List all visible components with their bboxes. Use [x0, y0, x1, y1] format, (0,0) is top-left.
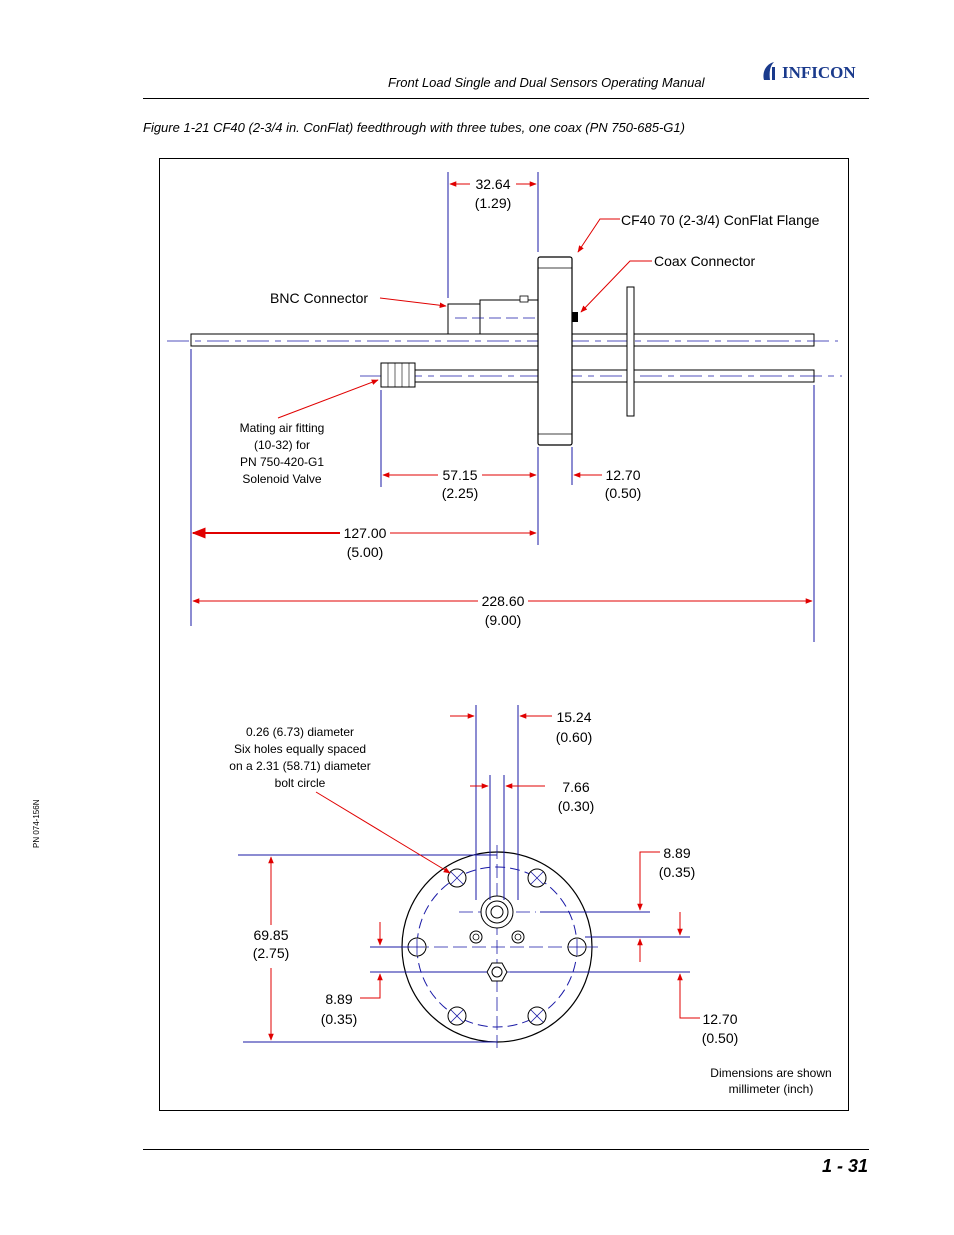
- coax-connector: [572, 312, 578, 322]
- figure-caption: Figure 1-21 CF40 (2-3/4 in. ConFlat) fee…: [143, 120, 685, 135]
- bolt-hole: [447, 1006, 467, 1026]
- header-rule: [143, 98, 869, 99]
- dim-127-mm: 127.00: [344, 525, 387, 541]
- flange-label: CF40 70 (2-3/4) ConFlat Flange: [621, 212, 820, 228]
- hole-note-line4: bolt circle: [275, 776, 326, 790]
- bolt-hole: [407, 937, 427, 957]
- bolt-hole: [447, 868, 467, 888]
- hole-note-line1: 0.26 (6.73) diameter: [246, 725, 354, 739]
- air-fitting: [380, 362, 416, 388]
- air-fitting-line2: (10-32) for: [254, 438, 310, 452]
- dim-32-in: (1.29): [475, 195, 512, 211]
- dim-57-mm: 57.15: [442, 467, 477, 483]
- dim-228-mm: 228.60: [482, 593, 525, 609]
- tube-end: [469, 930, 483, 944]
- inficon-logo: INFICON: [763, 62, 856, 82]
- dim-12-side-mm: 12.70: [605, 467, 640, 483]
- dim-32-mm: 32.64: [475, 176, 510, 192]
- dim-8-left-mm: 8.89: [325, 991, 352, 1007]
- dim-15-in: (0.60): [556, 729, 593, 745]
- dim-8-right-in: (0.35): [659, 864, 696, 880]
- hole-note-line2: Six holes equally spaced: [234, 742, 366, 756]
- logo-swoosh: [763, 62, 774, 80]
- manual-title: Front Load Single and Dual Sensors Opera…: [388, 75, 705, 90]
- hex-fitting: [486, 962, 508, 982]
- conflat-flange: [537, 256, 573, 446]
- inner-plate: [626, 286, 635, 417]
- tube-end: [511, 930, 525, 944]
- bolt-hole: [527, 1006, 547, 1026]
- dim-12-side-in: (0.50): [605, 485, 642, 501]
- dim-12-end-in: (0.50): [702, 1030, 739, 1046]
- air-fitting-line4: Solenoid Valve: [242, 472, 321, 486]
- footer-rule: [143, 1149, 869, 1150]
- units-note-line1: Dimensions are shown: [710, 1066, 831, 1080]
- dim-8-right-mm: 8.89: [663, 845, 690, 861]
- coax-label: Coax Connector: [654, 253, 756, 269]
- bnc-label: BNC Connector: [270, 290, 368, 306]
- page-number: 1 - 31: [822, 1156, 869, 1176]
- dim-7-mm: 7.66: [562, 779, 589, 795]
- dim-69-mm: 69.85: [253, 927, 288, 943]
- units-note-line2: millimeter (inch): [729, 1082, 814, 1096]
- dim-127-in: (5.00): [347, 544, 384, 560]
- dim-57-in: (2.25): [442, 485, 479, 501]
- figure-frame: [159, 158, 849, 1111]
- bnc-connector: [447, 303, 481, 335]
- dim-15-mm: 15.24: [556, 709, 591, 725]
- hole-note-line3: on a 2.31 (58.71) diameter: [229, 759, 370, 773]
- bnc-body: [479, 299, 539, 335]
- dim-228-in: (9.00): [485, 612, 522, 628]
- air-fitting-line3: PN 750-420-G1: [240, 455, 324, 469]
- bolt-hole: [567, 937, 587, 957]
- dim-7-in: (0.30): [558, 798, 595, 814]
- air-fitting-line1: Mating air fitting: [240, 421, 325, 435]
- dim-8-left-in: (0.35): [321, 1011, 358, 1027]
- bolt-hole: [527, 868, 547, 888]
- long-tube: [190, 333, 815, 347]
- logo-text: INFICON: [782, 63, 856, 82]
- end-view: 0.26 (6.73) diameter Six holes equally s…: [229, 705, 832, 1096]
- dim-69-in: (2.75): [253, 945, 290, 961]
- side-view: 32.64 (1.29) CF40 70 (2-3/4) ConFlat Fla…: [167, 172, 842, 642]
- dim-12-end-mm: 12.70: [702, 1011, 737, 1027]
